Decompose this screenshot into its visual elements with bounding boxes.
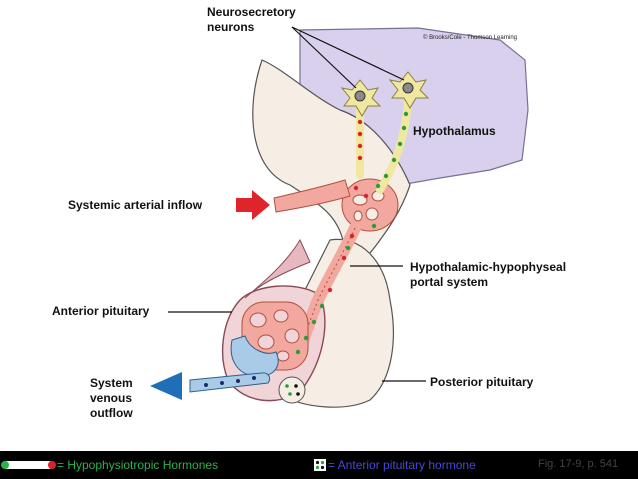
secretory-cell-cluster (278, 376, 306, 404)
hypophysiotropic-legend-text: = Hypophysiotropic Hormones (57, 458, 219, 472)
portal-vessel-outline (299, 227, 356, 351)
outflow-hormone-dots (204, 376, 256, 387)
arterial-inflow-arrow (236, 190, 270, 220)
figure-reference: Fig. 17-9, p. 541 (538, 458, 619, 470)
systemic-venous-outflow-label: System venous outflow (90, 376, 133, 420)
copyright-credit: © Brooks/Cole - Thomson Learning (423, 35, 518, 41)
neuron-1-cell-body (340, 79, 382, 117)
legend-bar: = Hypophysiotropic Hormones = Anterior p… (0, 451, 638, 479)
venous-outflow-vessel (189, 372, 271, 393)
neuron-2-axon (376, 96, 412, 194)
primary-capillary-plexus (341, 178, 399, 232)
hypothalamus-label: Hypothalamus (413, 124, 496, 138)
anterior-hormone-dots (295, 111, 409, 355)
anterior-pituitary-label: Anterior pituitary (52, 304, 150, 318)
leader-lines (168, 26, 426, 382)
hypophysiotropic-hormone-dots (327, 119, 369, 293)
neuron-2-cell-body (388, 71, 430, 109)
posterior-pituitary-label: Posterior pituitary (430, 375, 534, 389)
portal-system-label: Hypothalamic-hypophyseal portal system (410, 260, 567, 289)
systemic-arterial-inflow-label: Systemic arterial inflow (68, 198, 203, 212)
venous-outflow-arrow (150, 372, 182, 400)
cell-swatch-icon (314, 459, 326, 471)
red-green-dot-swatch (1, 461, 56, 469)
arterial-inflow-vessel (273, 179, 351, 213)
anterior-hormone-legend-text: = Anterior pituitary hormone (328, 458, 476, 472)
anterior-pituitary-fold (244, 238, 311, 299)
neurosecretory-neurons-label: Neurosecretory neurons (207, 5, 296, 34)
venous-network (230, 335, 279, 377)
